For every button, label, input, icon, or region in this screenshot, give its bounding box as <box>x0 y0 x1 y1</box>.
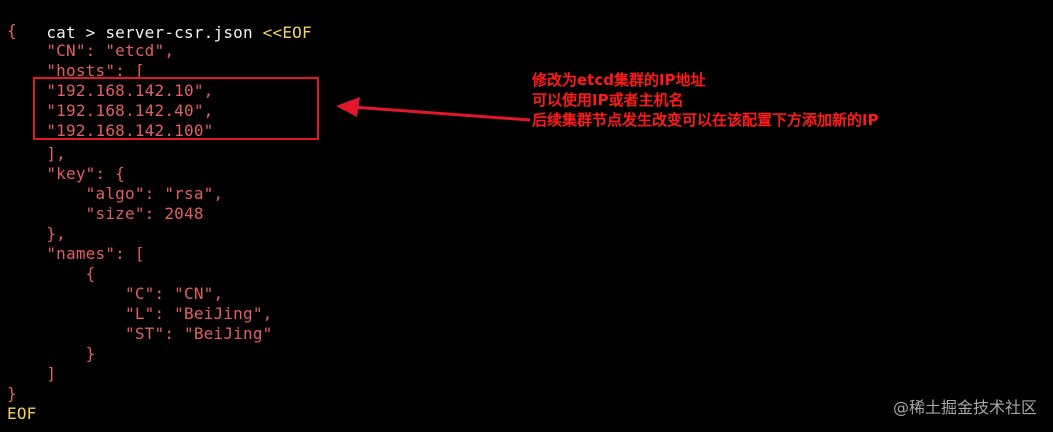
heredoc-marker: <<EOF <box>262 23 312 42</box>
code-line: ], <box>7 144 66 163</box>
hosts-highlight-box <box>33 77 319 140</box>
code-line: } <box>7 384 17 403</box>
code-line: "names": [ <box>7 244 145 263</box>
code-line: "CN": "etcd", <box>7 41 175 60</box>
annotation-line: 修改为etcd集群的IP地址 <box>532 71 706 89</box>
command-text: cat > server-csr.json <box>46 23 263 42</box>
code-line: ] <box>7 364 57 383</box>
code-line: "size": 2048 <box>7 204 204 223</box>
annotation-note: 修改为etcd集群的IP地址 可以使用IP或者主机名 后续集群节点发生改变可以在… <box>532 70 879 130</box>
code-line: { <box>7 264 96 283</box>
code-line-host: "192.168.142.40", <box>7 101 214 120</box>
code-line: { <box>7 21 17 40</box>
watermark: @稀土掘金技术社区 <box>892 398 1037 417</box>
code-line: "C": "CN", <box>7 284 224 303</box>
code-line: "algo": "rsa", <box>7 184 224 203</box>
annotation-line: 后续集群节点发生改变可以在该配置下方添加新的IP <box>532 111 879 129</box>
code-line: } <box>7 344 96 363</box>
arrow-icon <box>336 97 531 122</box>
code-line: "key": { <box>7 164 125 183</box>
eof-marker: EOF <box>7 404 37 423</box>
code-line-host: "192.168.142.100" <box>7 121 214 140</box>
code-line-host: "192.168.142.10", <box>7 81 214 100</box>
code-line: "hosts": [ <box>7 61 145 80</box>
annotation-line: 可以使用IP或者主机名 <box>532 91 684 109</box>
code-line: "L": "BeiJing", <box>7 304 273 323</box>
command-line: cat > server-csr.json <<EOF <box>7 0 312 42</box>
code-line: "ST": "BeiJing" <box>7 324 273 343</box>
code-line: }, <box>7 224 66 243</box>
